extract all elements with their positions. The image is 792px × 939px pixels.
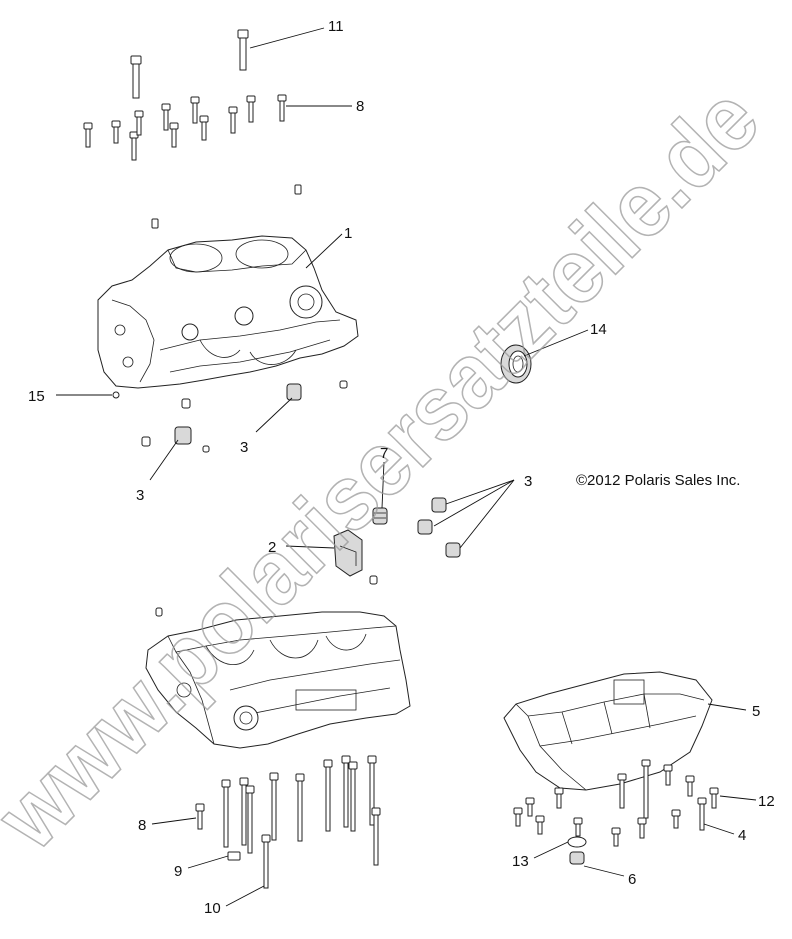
upper-bolts bbox=[83, 29, 302, 229]
copyright-notice: ©2012 Polaris Sales Inc. bbox=[576, 472, 740, 489]
dowel-pin bbox=[369, 575, 378, 585]
callout-12: 12 bbox=[758, 793, 775, 810]
callout-3-right: 3 bbox=[524, 473, 532, 490]
washer-13 bbox=[567, 836, 587, 848]
lower-bolts bbox=[195, 755, 381, 889]
callout-11: 11 bbox=[328, 18, 344, 35]
callout-8-top: 8 bbox=[356, 98, 364, 115]
callout-2: 2 bbox=[268, 539, 276, 556]
callout-7: 7 bbox=[380, 445, 388, 462]
leader-lines bbox=[56, 27, 757, 907]
callout-13: 13 bbox=[512, 853, 529, 870]
dowel-pin bbox=[151, 218, 159, 229]
bearing-cap-3 bbox=[174, 383, 302, 445]
upper-small-parts bbox=[112, 380, 348, 453]
bolt-long-11 bbox=[237, 29, 249, 71]
drain-plug-6 bbox=[569, 851, 585, 865]
callout-1: 1 bbox=[344, 225, 352, 242]
callout-14: 14 bbox=[590, 321, 607, 338]
dowel-pin bbox=[155, 607, 163, 617]
callout-labels: 11 8 1 14 15 3 3 7 3 2 5 12 4 8 9 10 13 … bbox=[28, 18, 775, 917]
callout-8-bottom: 8 bbox=[138, 817, 146, 834]
bracket-2 bbox=[333, 529, 363, 577]
callout-15: 15 bbox=[28, 388, 45, 405]
lower-crankcase bbox=[145, 611, 411, 749]
callout-4: 4 bbox=[738, 827, 746, 844]
upper-crankcase bbox=[97, 235, 359, 389]
plug-15 bbox=[112, 391, 120, 399]
callout-3-mid: 3 bbox=[240, 439, 248, 456]
dowel-pin bbox=[294, 184, 302, 195]
callout-9: 9 bbox=[174, 863, 182, 880]
bolt-long-left bbox=[130, 55, 142, 99]
oil-seal-14 bbox=[500, 344, 532, 384]
callout-10: 10 bbox=[204, 900, 221, 917]
callout-5: 5 bbox=[752, 703, 760, 720]
oil-pan-5 bbox=[503, 671, 713, 791]
callout-3-left: 3 bbox=[136, 487, 144, 504]
oil-pan-bolts bbox=[513, 759, 719, 865]
strainer-7 bbox=[372, 507, 388, 525]
nuts-3 bbox=[417, 497, 461, 558]
callout-6: 6 bbox=[628, 871, 636, 888]
bolt-row bbox=[83, 94, 287, 161]
